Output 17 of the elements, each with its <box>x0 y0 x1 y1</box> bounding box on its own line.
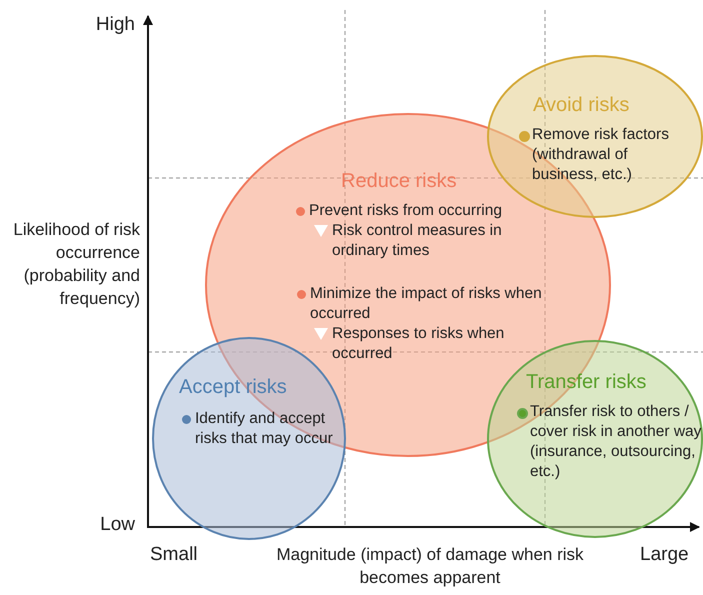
axis-label: Small <box>150 543 199 566</box>
bullet-text: Prevent risks from occurring <box>309 201 503 221</box>
category-title: Avoid risks <box>533 93 630 117</box>
category-title: Transfer risks <box>526 370 646 394</box>
category-title: Reduce risks <box>341 169 457 193</box>
bullet-text: Remove risk factors (withdrawal of business, etc.) <box>532 125 670 185</box>
axis-label: Low <box>99 513 135 536</box>
axis-label: Magnitude (impact) of damage when risk becomes apparent <box>275 544 585 589</box>
bullet-text: Identify and accept risks that may occur <box>195 409 334 449</box>
sub-bullet-text: Risk control measures in ordinary times <box>332 221 503 261</box>
sub-bullet-text: Responses to risks when occurred <box>332 324 506 364</box>
axis-label: Likelihood of risk occurrence (probability and frequency) <box>12 219 140 310</box>
category-title: Accept risks <box>179 375 287 399</box>
risk-circle <box>487 340 703 538</box>
axis-label: Large <box>640 543 690 566</box>
bullet-text: Minimize the impact of risks when occurred <box>310 284 543 324</box>
axis-label: High <box>94 13 135 36</box>
